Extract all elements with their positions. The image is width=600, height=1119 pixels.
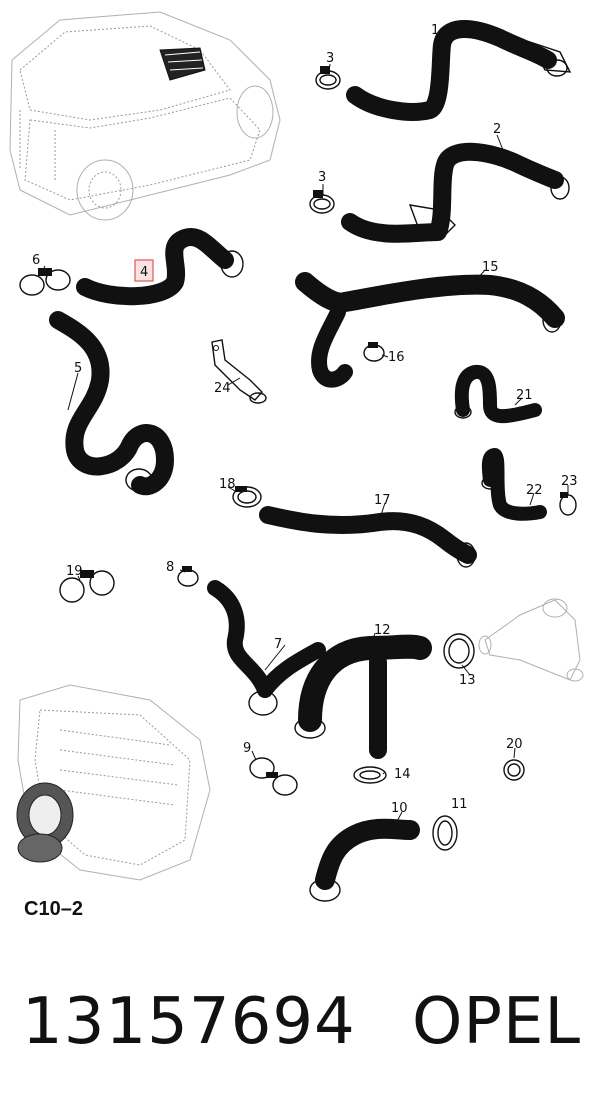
hose-12: [294, 634, 432, 759]
hose-1: [346, 20, 572, 121]
thermostat-housing-illustration: [478, 598, 584, 682]
callout-5: 5: [74, 361, 82, 376]
hose-7: [207, 580, 326, 716]
highlight-box: [134, 259, 154, 282]
clamp-14: [353, 766, 387, 784]
callout-7: 7: [274, 637, 282, 652]
callout-19: 19: [66, 564, 83, 579]
callout-18: 18: [219, 477, 236, 492]
callout-3-upper: 3: [326, 51, 334, 66]
callout-8: 8: [166, 560, 174, 575]
clamp-16: [363, 342, 385, 362]
parts-diagram: 1 2 3 3 4 5 6 7 8 9 10 11 12 13 14 15 16…: [9, 11, 584, 902]
callout-24: 24: [214, 381, 231, 396]
callout-12: 12: [374, 623, 391, 638]
brand-name: OPEL: [412, 985, 582, 1059]
hose-4: [76, 228, 244, 306]
callout-13: 13: [459, 673, 476, 688]
part-number: 13157694: [22, 985, 356, 1059]
hose-21: [454, 365, 542, 424]
callout-1: 1: [431, 23, 439, 38]
clamp-9: [249, 757, 298, 796]
clamp-19: [59, 570, 115, 603]
car-illustration: [9, 11, 281, 221]
callout-2: 2: [493, 122, 501, 137]
clamp-3-lower: [309, 190, 335, 214]
callout-6: 6: [32, 253, 40, 268]
leader-lines: [39, 35, 569, 826]
clamp-18: [232, 486, 262, 508]
callout-21: 21: [516, 388, 533, 403]
hose-5: [49, 311, 174, 496]
hose-15: [295, 272, 565, 388]
hose-2: [341, 142, 570, 243]
clamp-11: [432, 815, 458, 851]
callout-20: 20: [506, 737, 523, 752]
callout-17: 17: [374, 493, 391, 508]
clamp-8: [177, 566, 199, 587]
clamp-13: [443, 633, 475, 669]
callout-9: 9: [243, 741, 251, 756]
callout-23: 23: [561, 474, 578, 489]
clamp-6: [19, 268, 71, 296]
callout-3-lower: 3: [318, 170, 326, 185]
callout-10: 10: [391, 801, 408, 816]
heater-box-illustration: [16, 684, 211, 881]
callout-16: 16: [388, 350, 405, 365]
callout-15: 15: [482, 260, 499, 275]
hose-10: [309, 818, 420, 902]
callout-11: 11: [451, 797, 468, 812]
clamp-3-upper: [315, 66, 341, 90]
hose-17: [259, 506, 477, 568]
callout-labels: 1 2 3 3 4 5 6 7 8 9 10 11 12 13 14 15 16…: [32, 23, 578, 816]
hose-22: [481, 448, 547, 521]
bracket-24: [211, 339, 267, 404]
clamp-20: [503, 759, 525, 781]
diagram-code: C10–2: [24, 898, 83, 920]
callout-4: 4: [140, 265, 148, 280]
callout-14: 14: [394, 767, 411, 782]
clamp-23: [559, 492, 577, 516]
callout-22: 22: [526, 483, 543, 498]
